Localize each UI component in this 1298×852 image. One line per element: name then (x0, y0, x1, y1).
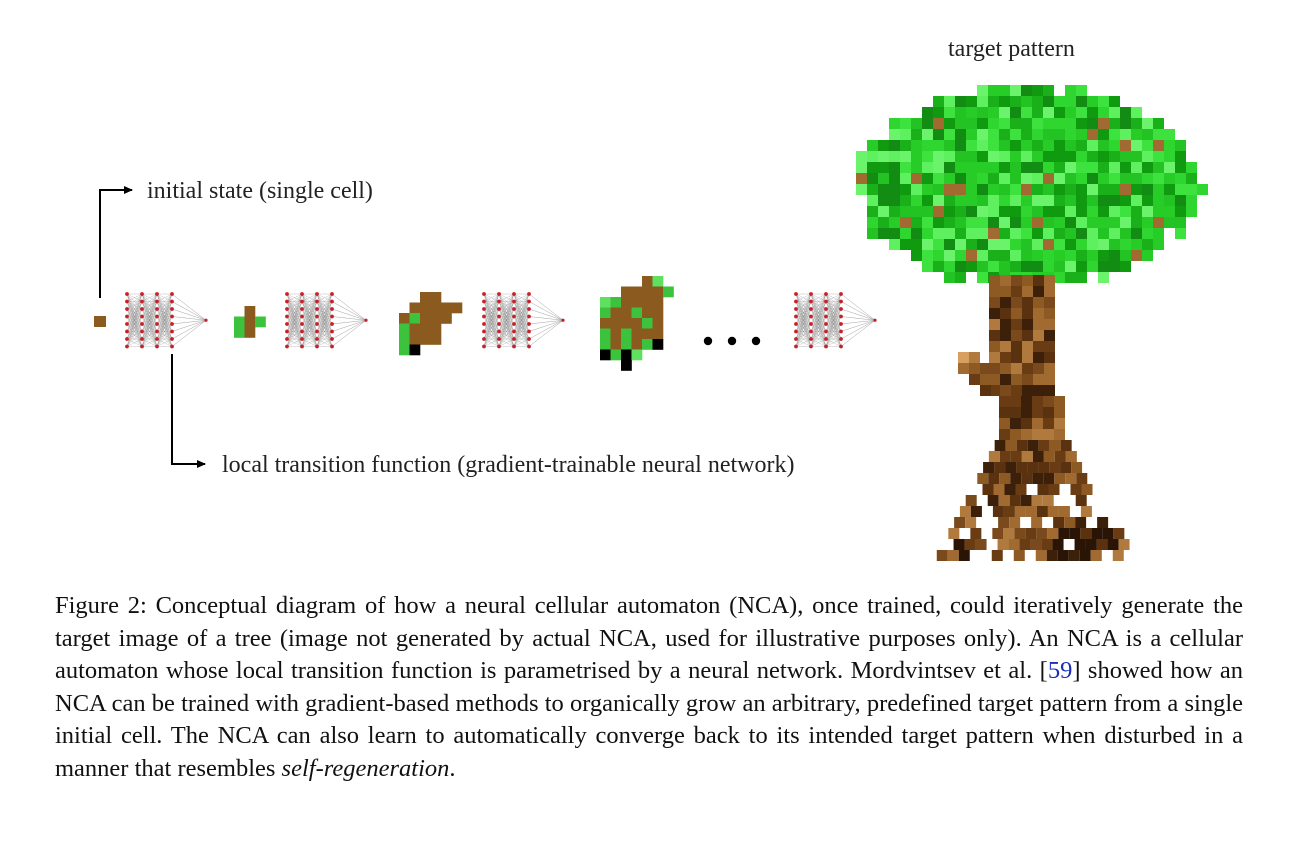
nca-diagram: initial state (single cell) local transi… (94, 36, 1208, 561)
neural-network-icon (794, 292, 877, 349)
transition-function-label: local transition function (gradient-trai… (222, 452, 794, 478)
caption-emphasis: self-regeneration (281, 754, 450, 782)
initial-state-arrow (99, 186, 133, 298)
citation-link[interactable]: 59 (1047, 657, 1073, 684)
neural-network-icon (482, 292, 565, 349)
neural-network-icon (125, 292, 208, 349)
caption-text-1: Figure 2: Conceptual diagram of how a ne… (55, 592, 1243, 684)
growth-stage-2 (399, 292, 463, 356)
growth-stage-1 (234, 306, 266, 338)
transition-function-arrow (171, 354, 206, 468)
target-tree-image (856, 85, 1208, 561)
figure-caption: Figure 2: Conceptual diagram of how a ne… (55, 590, 1243, 785)
initial-cell (94, 316, 106, 327)
caption-text-2: ] showed how an NCA can be trained with … (55, 657, 1244, 782)
target-pattern-label: target pattern (948, 36, 1075, 62)
neural-network-icon (285, 292, 368, 349)
growth-stage-3 (600, 276, 674, 371)
caption-text-3: . (449, 754, 456, 782)
initial-state-label: initial state (single cell) (147, 178, 373, 204)
ellipsis-dots (703, 336, 761, 346)
